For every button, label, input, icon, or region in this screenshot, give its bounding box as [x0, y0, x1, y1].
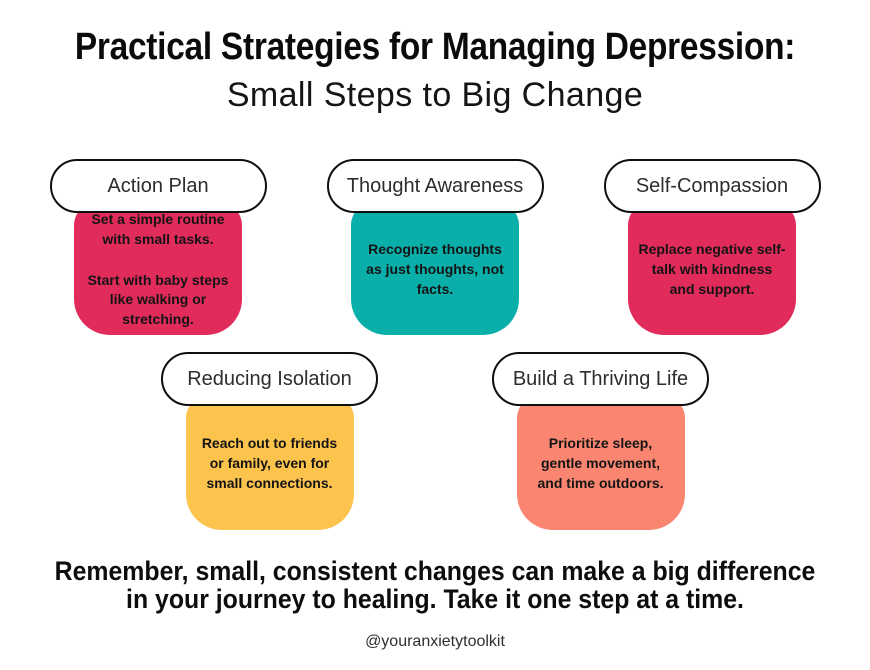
card-reducing-isolation-label: Reducing Isolation [187, 367, 352, 390]
card-self-compassion: Self-Compassion Replace negative self- t… [603, 159, 821, 335]
card-thought-awareness-pill: Thought Awareness [326, 159, 544, 213]
card-action-plan-text: Set a simple routine with small tasks. [91, 210, 225, 247]
card-action-plan-text: Start with baby steps like walking or st… [87, 271, 229, 328]
card-build-thriving-life-label: Build a Thriving Life [512, 367, 689, 390]
closing-message-line-2: in your journey to healing. Take it one … [126, 584, 744, 615]
card-build-thriving-life-text: Prioritize sleep, gentle movement, and t… [537, 435, 664, 491]
page-subtitle: Small Steps to Big Change [226, 76, 644, 114]
strategy-row-top: Action Plan Set a simple routine with sm… [0, 159, 870, 335]
card-reducing-isolation-pill: Reducing Isolation [161, 352, 378, 406]
card-action-plan-pill: Action Plan [49, 159, 267, 213]
card-reducing-isolation-text: Reach out to friends or family, even for… [201, 435, 338, 491]
card-action-plan-label: Action Plan [107, 174, 209, 197]
card-reducing-isolation-body: Reach out to friends or family, even for… [185, 396, 354, 530]
social-handle: @youranxietytoolkit [365, 633, 505, 650]
card-build-thriving-life-pill: Build a Thriving Life [492, 352, 709, 406]
card-reducing-isolation: Reducing Isolation Reach out to friends … [161, 352, 378, 530]
page-title: Practical Strategies for Managing Depres… [74, 26, 796, 68]
card-build-thriving-life-body: Prioritize sleep, gentle movement, and t… [516, 396, 685, 530]
closing-message-line-1: Remember, small, consistent changes can … [54, 556, 816, 586]
card-thought-awareness: Thought Awareness Recognize thoughts as … [326, 159, 544, 335]
card-thought-awareness-body: Recognize thoughts as just thoughts, not… [351, 203, 519, 335]
card-self-compassion-pill: Self-Compassion [603, 159, 821, 213]
card-self-compassion-label: Self-Compassion [635, 174, 789, 197]
card-build-thriving-life: Build a Thriving Life Prioritize sleep, … [492, 352, 709, 530]
card-action-plan: Action Plan Set a simple routine with sm… [49, 159, 267, 335]
card-self-compassion-body: Replace negative self- talk with kindnes… [628, 203, 796, 335]
card-self-compassion-text: Replace negative self- talk with kindnes… [638, 241, 786, 297]
card-thought-awareness-text: Recognize thoughts as just thoughts, not… [366, 241, 504, 297]
strategy-row-bottom: Reducing Isolation Reach out to friends … [0, 352, 870, 530]
card-thought-awareness-label: Thought Awareness [346, 174, 524, 197]
card-action-plan-body: Set a simple routine with small tasks. S… [74, 203, 242, 335]
closing-message: Remember, small, consistent changes can … [35, 557, 835, 614]
